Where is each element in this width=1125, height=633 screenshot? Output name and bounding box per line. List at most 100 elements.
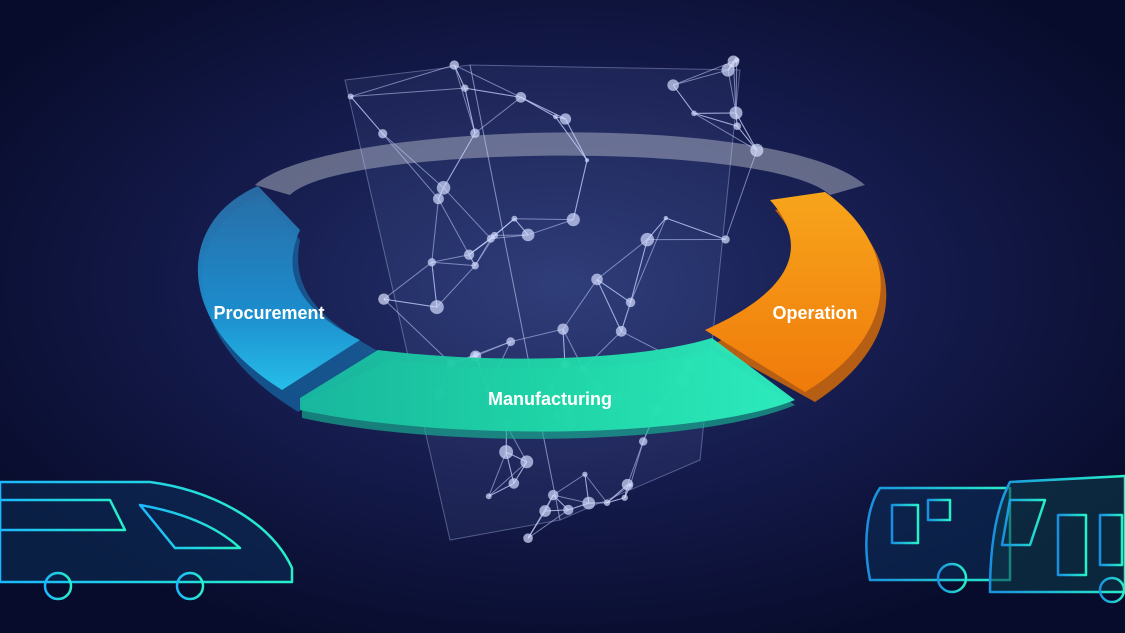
mesh-link [436,265,476,308]
mesh-node [347,93,354,100]
mesh-link [735,60,738,113]
mesh-link [488,451,507,497]
mesh-node [721,63,735,77]
mesh-node [566,213,580,227]
mesh-node [523,533,533,543]
operation-segment [705,192,881,392]
mesh-node [667,79,679,91]
procurement-segment [197,186,360,390]
mesh-node [471,261,479,270]
mesh-node [521,228,535,242]
mesh-node [378,293,390,305]
mesh-node [429,300,444,315]
ring-segments: Procurement Manufacturing Operation [197,186,887,439]
mesh-node [432,193,444,205]
mesh-link [474,96,522,134]
mesh-link [520,96,556,118]
mesh-node [729,106,743,120]
mesh-node [427,258,436,267]
mesh-link [453,64,476,134]
mesh-node [520,455,534,469]
mesh-link [693,112,738,127]
mesh-node [490,231,499,239]
mesh-node [615,325,627,337]
mesh-node [584,158,590,163]
mesh-node [559,113,572,125]
mesh-link [572,160,588,220]
mesh-link [437,198,470,255]
mesh-link [382,133,439,200]
mesh-link [673,69,729,86]
mesh-link [350,96,384,135]
high-speed-train-icon [0,480,294,601]
mesh-link [552,473,586,496]
mesh-link [565,118,588,161]
mesh-link [555,116,588,161]
mesh-node [470,128,480,139]
manufacturing-segment [300,338,795,432]
mesh-link [596,278,631,303]
mesh-link [350,87,465,97]
mesh-node [515,91,527,103]
mesh-node [553,114,558,120]
mesh-node [750,143,764,157]
mesh-link [725,150,758,240]
mesh-node [449,60,459,70]
mesh-node [461,84,469,92]
manufacturing-label: Manufacturing [488,389,612,409]
mesh-link [527,494,554,539]
mesh-link [475,341,511,357]
mesh-node [557,323,569,335]
mesh-node [506,337,516,347]
mesh-node [640,232,655,247]
mesh-link [727,69,737,114]
mesh-link [735,112,758,151]
mesh-node [511,215,518,222]
mesh-link [520,96,566,120]
mesh-link [383,298,437,308]
mesh-link [630,217,667,303]
mesh-node [436,181,451,195]
mesh-node [691,110,697,117]
mesh-link [464,87,521,98]
mesh-link [454,64,522,98]
mesh-link [431,261,476,267]
mesh-link [672,60,734,86]
mesh-node [563,504,574,515]
mesh-link [443,132,476,189]
mesh-node [539,505,551,517]
mesh-node [582,471,588,477]
regional-train-icon [865,472,1125,604]
mesh-node [603,499,611,506]
mesh-node [733,122,741,130]
ring-back-arc [255,132,865,195]
mesh-link [527,219,574,236]
mesh-node [621,478,634,491]
mesh-node [378,129,388,139]
mesh-link [382,133,444,189]
mesh-link [510,328,564,343]
operation-label: Operation [772,303,857,323]
mesh-link [596,239,648,280]
mesh-link [383,298,452,364]
mesh-node [499,445,514,460]
mesh-node [663,215,669,221]
mesh-node [463,249,475,260]
mesh-node [621,494,628,501]
mesh-node [591,273,603,286]
mesh-link [596,279,622,332]
mesh-link [630,239,648,303]
procurement-label: Procurement [213,303,324,323]
mesh-node [547,489,559,501]
mesh-link [383,261,433,300]
mesh-link [665,217,726,240]
mesh-node [508,478,520,489]
mesh-link [431,254,470,263]
mesh-node [628,482,633,488]
mesh-node [638,437,648,446]
mesh-node [485,493,492,500]
mesh-link [627,441,644,485]
mesh-link [527,509,569,539]
mesh-link [672,84,695,114]
mesh-node [721,235,730,244]
